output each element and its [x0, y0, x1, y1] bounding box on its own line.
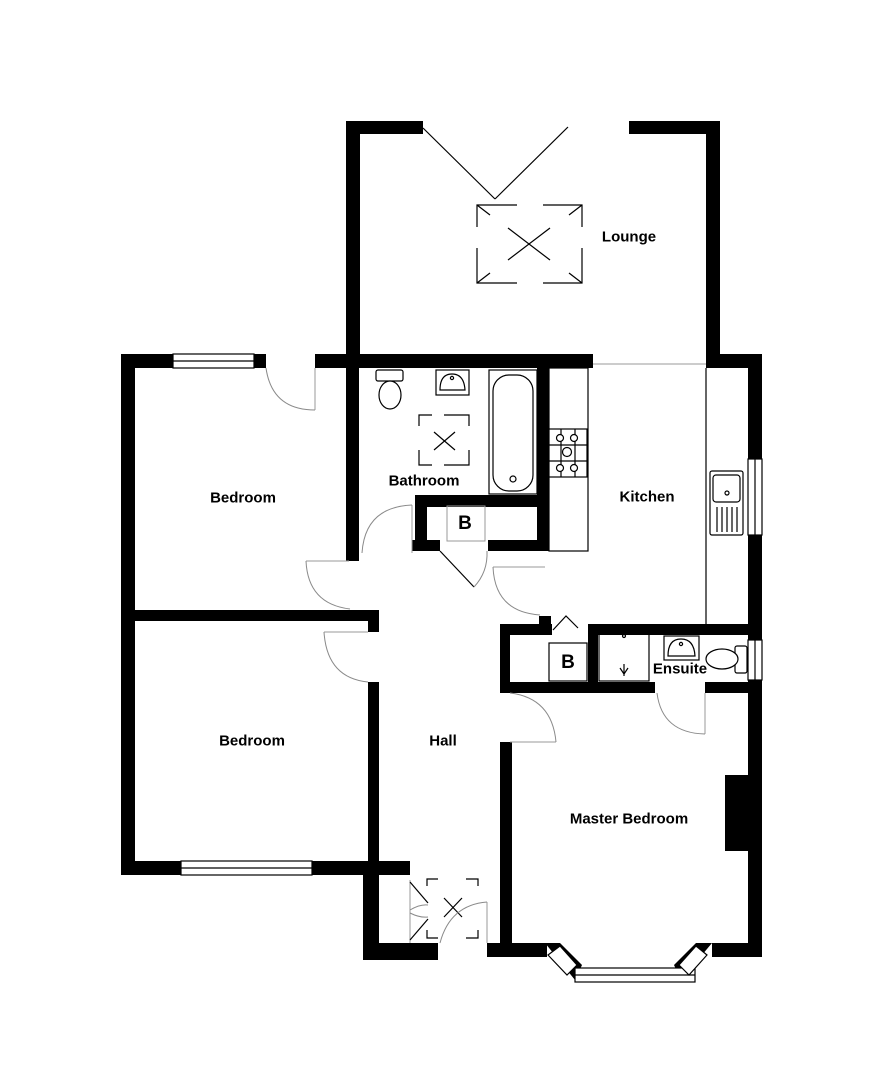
shower-icon	[598, 633, 650, 682]
window-icon	[747, 458, 763, 536]
skylight-icon	[426, 878, 479, 939]
room-label-bathroom: Bathroom	[388, 472, 460, 490]
room-label-ensuite: Ensuite	[652, 660, 708, 678]
basin-icon	[435, 369, 470, 396]
room-label-bedroom-1: Bedroom	[210, 489, 276, 507]
boiler-label: B	[458, 513, 472, 534]
door-swing-icon	[323, 631, 369, 683]
porch-doors	[409, 880, 429, 943]
room-label-kitchen: Kitchen	[619, 488, 675, 506]
boiler-label: B	[561, 652, 575, 673]
window-icon	[747, 639, 763, 681]
window-icon	[172, 353, 255, 369]
boiler-cupboard-door	[552, 615, 579, 631]
hob-icon	[548, 428, 588, 478]
door-swing-icon	[656, 692, 706, 735]
bay-window-icon	[545, 943, 712, 983]
kitchen-sink-icon	[709, 470, 744, 536]
room-label-bedroom-2: Bedroom	[219, 732, 285, 750]
window-icon	[180, 860, 313, 876]
room-label-master-bedroom: Master Bedroom	[569, 810, 689, 828]
chimney-breast-icon	[725, 775, 748, 851]
skylight-icon	[476, 204, 583, 284]
toilet-icon	[375, 369, 404, 410]
skylight-icon	[418, 414, 470, 466]
windows	[172, 353, 763, 983]
toilet-icon	[705, 645, 748, 674]
basin-icon	[663, 635, 700, 661]
room-label-lounge: Lounge	[601, 228, 657, 246]
door-swing-icon	[305, 560, 351, 610]
room-label-hall: Hall	[429, 732, 457, 750]
door-swing-icon	[439, 901, 488, 944]
door-swing-icon	[361, 504, 413, 554]
door-swing-icon	[492, 566, 545, 616]
bath-icon	[488, 369, 538, 495]
door-swing-icon	[265, 367, 316, 411]
lounge-bifold-door	[422, 126, 569, 200]
cupboard-door	[439, 550, 488, 588]
door-swing-icon	[509, 692, 557, 743]
walls	[121, 121, 762, 960]
